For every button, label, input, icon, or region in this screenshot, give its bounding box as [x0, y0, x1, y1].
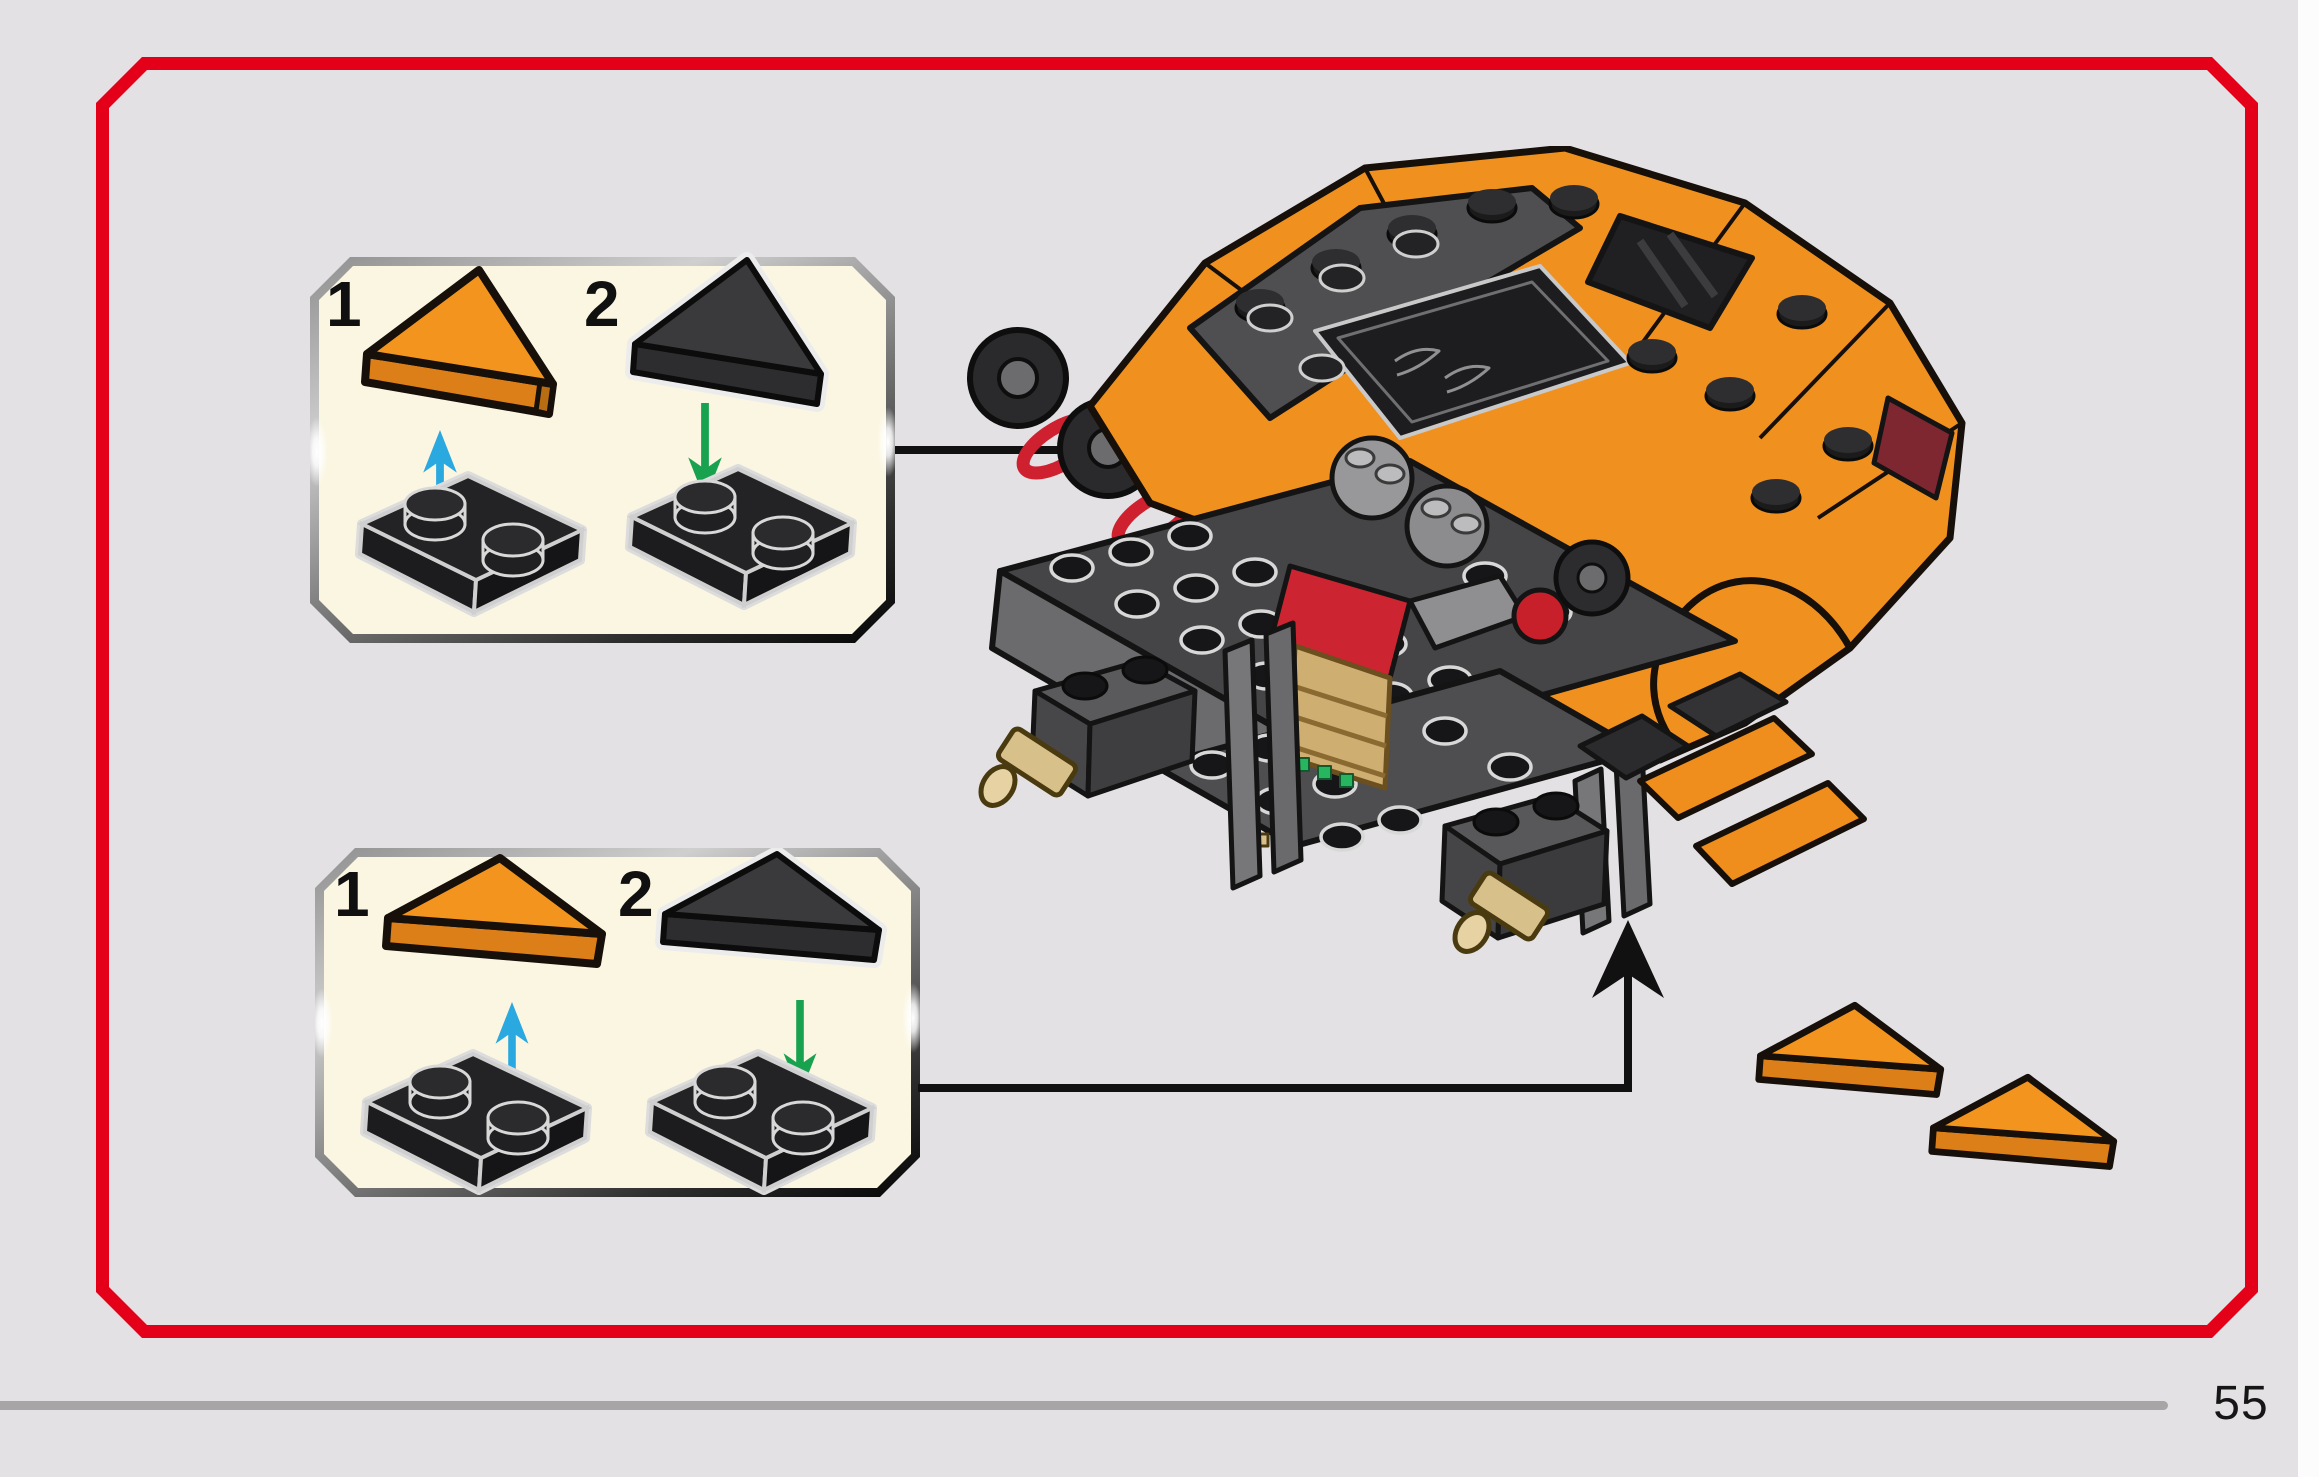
page-right-edge	[2298, 0, 2319, 1477]
dark-gray-wedge-plate-piece	[655, 848, 887, 968]
orange-wedge-plate-piece	[382, 854, 606, 968]
loose-orange-wedge-plate	[1755, 1001, 1945, 1098]
loose-orange-wedge-plate	[1928, 1073, 2118, 1170]
border-glint	[877, 407, 899, 477]
lego-car-rear-chassis-illustration	[967, 146, 1966, 954]
border-glint	[306, 417, 328, 487]
substep-1-label: 1	[334, 858, 370, 930]
border-glint	[311, 988, 333, 1058]
page-number: 55	[2213, 1377, 2269, 1430]
black-plate-1x2-piece	[645, 1049, 877, 1195]
substep-2-label: 2	[584, 268, 620, 340]
substep-2-label: 2	[618, 858, 654, 930]
substep-1-label: 1	[326, 268, 362, 340]
dark-gray-wedge-plate-piece	[625, 252, 829, 412]
blue-arrow-up-icon	[495, 1002, 529, 1097]
black-plate-1x2-piece	[355, 471, 587, 617]
script-logo-squiggle	[1394, 347, 1491, 394]
black-plate-1x2-piece	[625, 464, 857, 610]
orange-wedge-plate-piece	[361, 266, 557, 418]
black-plate-1x2-piece	[360, 1049, 592, 1195]
up-arrowhead-icon	[1592, 920, 1664, 998]
footer-divider-line	[0, 1401, 2168, 1410]
border-glint	[902, 983, 924, 1053]
